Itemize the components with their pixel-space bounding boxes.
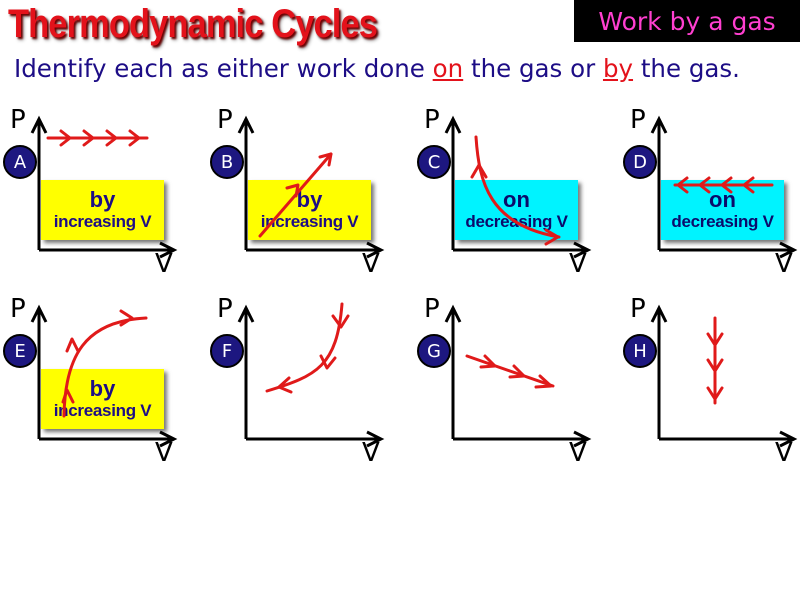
panel-id-badge: H — [623, 334, 657, 368]
panel-b: P V B by increasing V — [210, 105, 407, 279]
panel-id-badge: D — [623, 145, 657, 179]
pv-axes — [237, 304, 385, 448]
panel-c: P V C on decreasing V — [417, 105, 614, 279]
process-overlay-e — [61, 309, 148, 418]
slide-title: Thermodynamic Cycles — [8, 2, 378, 46]
process-path — [470, 135, 561, 246]
pv-axes — [650, 115, 798, 259]
pv-axes — [30, 115, 178, 259]
pv-axes — [444, 115, 592, 259]
panel-d: P V D on decreasing V — [623, 105, 800, 279]
instruction-part1: Identify each as either work done — [14, 54, 433, 83]
panel-id-badge: C — [417, 145, 451, 179]
answer-label: on — [503, 186, 530, 212]
pressure-axis-label: P — [630, 105, 646, 135]
answer-label: by — [89, 186, 116, 212]
process-path — [673, 176, 774, 194]
pv-diagram-d — [650, 115, 798, 259]
process-path — [46, 129, 149, 147]
on-word: on — [432, 54, 464, 83]
pv-diagram-a — [30, 115, 178, 259]
panel-id-badge: A — [3, 145, 37, 179]
corner-label: Work by a gas — [574, 0, 800, 42]
volume-axis-label: V — [775, 249, 793, 279]
pressure-axis-label: P — [217, 105, 233, 135]
volume-axis-label: V — [569, 249, 587, 279]
volume-axis-label: V — [155, 249, 173, 279]
pv-diagram-c — [444, 115, 592, 259]
pv-diagram-g — [444, 304, 592, 448]
pv-diagram-h — [650, 304, 798, 448]
process-overlay-d — [673, 176, 774, 194]
volume-axis-label: V — [775, 438, 793, 468]
panel-e: P V E by increasing V — [3, 294, 200, 468]
answer-box: by increasing V — [41, 180, 164, 240]
answer-box: by increasing V — [248, 180, 371, 240]
process-path — [258, 152, 333, 238]
panel-h: P V H — [623, 294, 800, 468]
pressure-axis-label: P — [217, 294, 233, 324]
pressure-axis-label: P — [10, 105, 26, 135]
by-word: by — [602, 54, 634, 83]
answer-label: by — [296, 186, 323, 212]
volume-axis-label: V — [362, 249, 380, 279]
direction-label: increasing V — [53, 400, 152, 420]
process-path — [706, 316, 724, 405]
instruction-part3: the gas. — [633, 54, 740, 83]
pressure-axis-label: P — [10, 294, 26, 324]
pressure-axis-label: P — [630, 294, 646, 324]
instruction-part2: the gas or — [463, 54, 603, 83]
panel-id-badge: F — [210, 334, 244, 368]
panel-id-badge: E — [3, 334, 37, 368]
answer-box: by increasing V — [41, 369, 164, 429]
instruction-text: Identify each as either work done on the… — [14, 54, 740, 83]
pressure-axis-label: P — [424, 105, 440, 135]
volume-axis-label: V — [569, 438, 587, 468]
pv-axes — [650, 304, 798, 448]
answer-box: on decreasing V — [455, 180, 578, 240]
pv-diagram-b — [237, 115, 385, 259]
pv-axes — [30, 304, 178, 448]
process-overlay-c — [470, 135, 561, 246]
pv-diagram-e — [30, 304, 178, 448]
process-path — [465, 354, 555, 389]
volume-axis-label: V — [362, 438, 380, 468]
pv-axes — [444, 304, 592, 448]
process-path — [61, 309, 148, 418]
answer-label: by — [89, 375, 116, 401]
panel-f: P V F — [210, 294, 407, 468]
panel-id-badge: B — [210, 145, 244, 179]
panel-g: P V G — [417, 294, 614, 468]
direction-label: decreasing V — [671, 211, 774, 231]
pv-diagram-f — [237, 302, 385, 448]
direction-label: increasing V — [53, 211, 152, 231]
panel-id-badge: G — [417, 334, 451, 368]
volume-axis-label: V — [155, 438, 173, 468]
panel-a: P V A by increasing V — [3, 105, 200, 279]
pressure-axis-label: P — [424, 294, 440, 324]
pv-axes — [237, 115, 385, 259]
answer-box: on decreasing V — [661, 180, 784, 240]
direction-label: increasing V — [260, 211, 359, 231]
process-path — [265, 302, 350, 394]
process-overlay-b — [258, 152, 333, 238]
